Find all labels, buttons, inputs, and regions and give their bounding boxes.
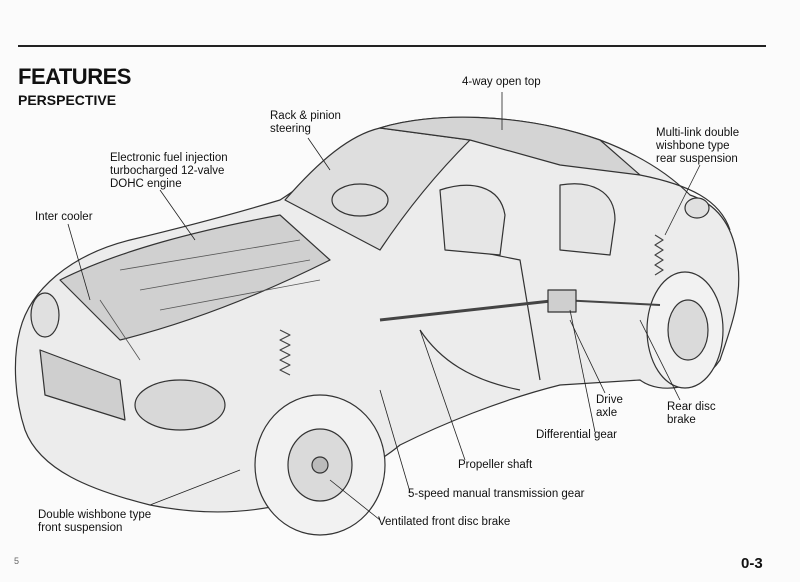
callout-intercooler: Inter cooler (35, 211, 93, 223)
callout-rear-suspension: Multi-link double wishbone type rear sus… (656, 127, 739, 166)
callout-rear-brake-line1: Rear disc (667, 401, 716, 413)
callout-steering: Rack & pinion steering (270, 110, 341, 136)
callout-fuel-injection-line3: DOHC engine (110, 178, 182, 190)
rear-axle-line (559, 299, 661, 306)
callout-fuel-injection-line2: turbocharged 12-valve (110, 165, 225, 177)
callout-transmission: 5-speed manual transmission gear (408, 488, 585, 500)
callout-front-brake: Ventilated front disc brake (378, 516, 511, 528)
callout-fuel-injection-line1: Electronic fuel injection (110, 152, 228, 164)
page-subtitle: PERSPECTIVE (18, 92, 117, 108)
front-grille (39, 349, 126, 421)
callout-rear-suspension-line1: Multi-link double (656, 127, 740, 139)
callout-steering-line1: Rack & pinion (270, 110, 341, 122)
seat-right (559, 183, 616, 256)
fuel-cap (684, 197, 710, 219)
header-rule (18, 45, 766, 47)
rear-brake-disc (667, 299, 709, 361)
callout-propeller-shaft: Propeller shaft (458, 459, 533, 471)
callout-front-suspension: Double wishbone type front suspension (38, 509, 151, 535)
page-number: 0-3 (741, 555, 763, 572)
callout-open-top: 4-way open top (462, 76, 541, 88)
headlamp (30, 292, 60, 338)
front-spring (279, 329, 291, 376)
page-title: FEATURES (18, 64, 131, 89)
callout-drive-axle-line2: axle (596, 407, 618, 419)
callout-rear-brake: Rear disc brake (667, 401, 716, 427)
callout-rear-brake-line2: brake (667, 414, 696, 426)
callout-drive-axle-line1: Drive (596, 394, 623, 406)
propeller-shaft-line (379, 298, 561, 322)
rear-spring (654, 234, 664, 276)
callout-drive-axle: Drive axle (596, 394, 623, 420)
callout-front-suspension-line2: front suspension (38, 522, 123, 534)
callout-front-suspension-line1: Double wishbone type (38, 509, 152, 521)
callout-rear-suspension-line2: wishbone type (656, 140, 730, 152)
corner-mark: 5 (14, 556, 20, 566)
seat-left (439, 184, 506, 256)
front-lamp-cluster (134, 379, 226, 431)
callout-differential-gear: Differential gear (536, 429, 617, 441)
differential-housing (547, 289, 577, 313)
steering-wheel (331, 183, 389, 217)
callout-rear-suspension-line3: rear suspension (656, 153, 738, 165)
callout-steering-line2: steering (270, 123, 311, 135)
callout-fuel-injection: Electronic fuel injection turbocharged 1… (110, 152, 228, 191)
roof-frame (379, 116, 641, 176)
